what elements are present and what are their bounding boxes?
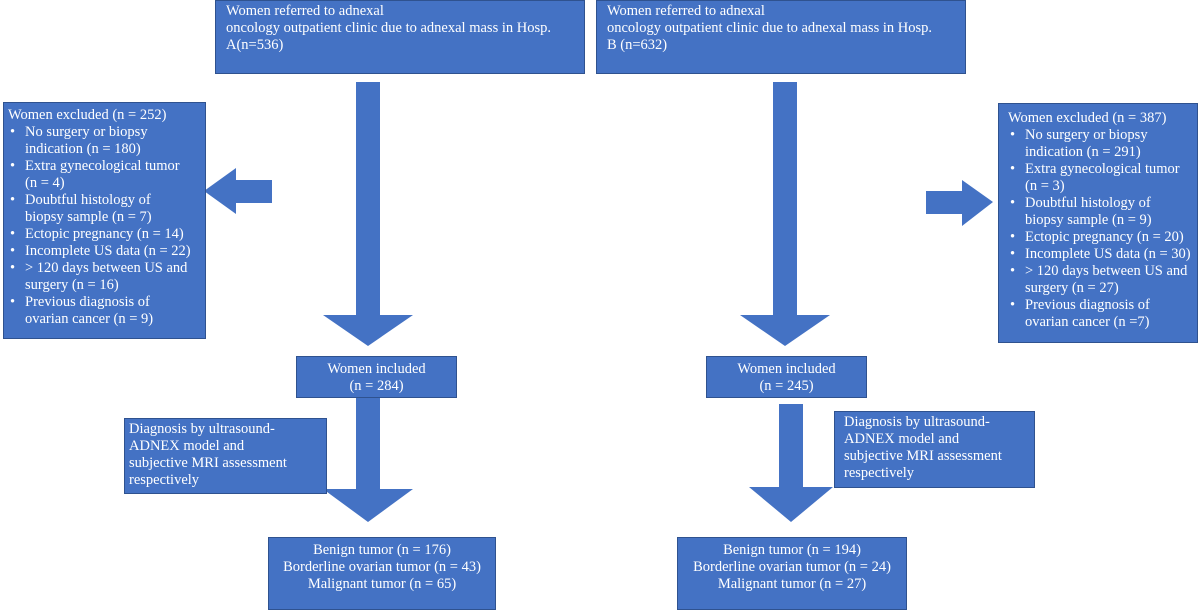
exclusion-item: Doubtful histology of biopsy sample (n =…: [8, 192, 202, 226]
exclusion-item: Extra gynecological tumor (n = 4): [8, 158, 202, 192]
exclusion-item: Previous diagnosis of ovarian cancer (n …: [8, 294, 202, 328]
exclusion-item: Ectopic pregnancy (n = 14): [8, 226, 202, 243]
hospital-b-exclusion-list: No surgery or biopsy indication (n = 291…: [1008, 127, 1194, 331]
exclusion-item: Extra gynecological tumor (n = 3): [1008, 161, 1194, 195]
hospital-a-excluded-box: Women excluded (n = 252) No surgery or b…: [3, 102, 206, 339]
included-count: (n = 245): [759, 378, 814, 394]
arrow-a-referred-to-included: [323, 82, 413, 346]
hospital-b-referred-line: B (n=632): [607, 37, 668, 53]
exclusion-item: Incomplete US data (n = 22): [8, 243, 202, 260]
hospital-b-included-box: Women included (n = 245): [706, 356, 867, 398]
hospital-a-referred-line: oncology outpatient clinic due to adnexa…: [226, 20, 551, 36]
hospital-a-results-box: Benign tumor (n = 176) Borderline ovaria…: [268, 537, 496, 610]
result-benign: Benign tumor (n = 176): [313, 542, 451, 558]
exclusion-item: No surgery or biopsy indication (n = 291…: [1008, 127, 1194, 161]
arrow-a-included-to-results: [323, 398, 413, 522]
hospital-a-diagnosis-box: Diagnosis by ultrasound- ADNEX model and…: [124, 418, 327, 494]
result-malignant: Malignant tumor (n = 27): [717, 576, 867, 592]
hospital-a-included-box: Women included (n = 284): [296, 356, 457, 398]
exclusion-item: Previous diagnosis of ovarian cancer (n …: [1008, 297, 1194, 331]
result-malignant: Malignant tumor (n = 65): [307, 576, 457, 592]
hospital-a-exclusion-list: No surgery or biopsy indication (n = 180…: [8, 124, 202, 328]
hospital-b-referred-box: Women referred to adnexal oncology outpa…: [596, 0, 966, 74]
arrow-b-referred-to-included: [740, 82, 830, 346]
hospital-b-referred-line: oncology outpatient clinic due to adnexa…: [607, 20, 932, 36]
arrow-b-to-excluded: [926, 180, 993, 226]
hospital-b-results-box: Benign tumor (n = 194) Borderline ovaria…: [677, 537, 907, 610]
result-borderline: Borderline ovarian tumor (n = 43): [283, 559, 481, 575]
exclusion-item: > 120 days between US and surgery (n = 2…: [1008, 263, 1194, 297]
hospital-b-excluded-title: Women excluded (n = 387): [1008, 110, 1167, 126]
included-label: Women included: [327, 361, 426, 377]
exclusion-item: > 120 days between US and surgery (n = 1…: [8, 260, 202, 294]
hospital-a-referred-line: A(n=536): [226, 37, 284, 53]
exclusion-item: No surgery or biopsy indication (n = 180…: [8, 124, 202, 158]
hospital-a-excluded-title: Women excluded (n = 252): [8, 107, 167, 123]
arrow-b-included-to-results: [749, 404, 833, 522]
exclusion-item: Ectopic pregnancy (n = 20): [1008, 229, 1194, 246]
exclusion-item: Incomplete US data (n = 30): [1008, 246, 1194, 263]
result-benign: Benign tumor (n = 194): [723, 542, 861, 558]
hospital-b-referred-line: Women referred to adnexal: [607, 3, 765, 19]
hospital-a-referred-box: Women referred to adnexal oncology outpa…: [215, 0, 585, 74]
hospital-b-diagnosis-box: Diagnosis by ultrasound- ADNEX model and…: [834, 411, 1035, 488]
hospital-a-referred-line: Women referred to adnexal: [226, 3, 384, 19]
included-label: Women included: [737, 361, 836, 377]
result-borderline: Borderline ovarian tumor (n = 24): [693, 559, 891, 575]
exclusion-item: Doubtful histology of biopsy sample (n =…: [1008, 195, 1194, 229]
included-count: (n = 284): [349, 378, 404, 394]
hospital-b-excluded-box: Women excluded (n = 387) No surgery or b…: [998, 103, 1198, 343]
arrow-a-to-excluded: [204, 168, 272, 214]
